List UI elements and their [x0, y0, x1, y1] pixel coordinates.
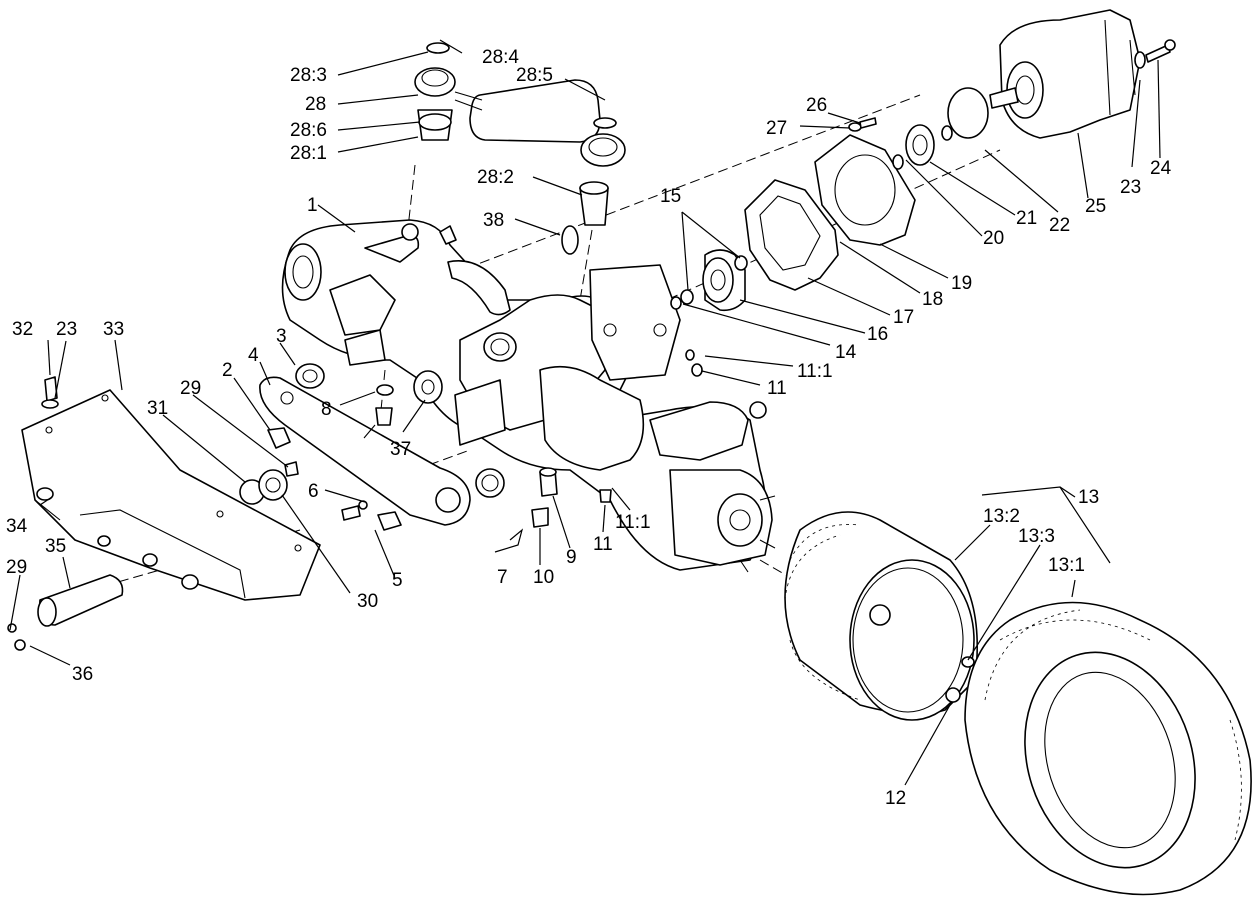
label-24: 24 [1150, 158, 1172, 179]
label-11-lower: 11 [593, 534, 613, 555]
label-11-1-lower: 11:1 [615, 512, 651, 533]
label-23-right: 23 [1120, 177, 1141, 198]
part-labels: 28:4 28:3 28:5 28 28:6 28:1 28:2 38 1 3 … [6, 47, 1172, 809]
label-30: 30 [357, 591, 378, 612]
steering-cylinder [414, 42, 626, 226]
label-13: 13 [1078, 487, 1099, 508]
label-6: 6 [308, 481, 319, 502]
mounting-bracket [7, 376, 321, 651]
label-37: 37 [390, 439, 411, 460]
label-23-left: 23 [56, 319, 77, 340]
label-11-1-upper: 11:1 [797, 361, 833, 382]
label-13-2: 13:2 [983, 506, 1020, 527]
steering-arm [259, 225, 612, 531]
label-3: 3 [276, 326, 287, 347]
label-2: 2 [222, 360, 233, 381]
label-32: 32 [12, 319, 33, 340]
label-27: 27 [766, 118, 787, 139]
label-14: 14 [835, 342, 857, 363]
hydraulic-motor [989, 9, 1176, 139]
label-20: 20 [983, 228, 1004, 249]
tire [964, 601, 1252, 896]
label-31: 31 [147, 398, 168, 419]
label-4: 4 [248, 345, 259, 366]
label-29-lower: 29 [6, 557, 27, 578]
label-28-5: 28:5 [516, 65, 553, 86]
label-29-upper: 29 [180, 378, 201, 399]
label-28-6: 28:6 [290, 120, 327, 141]
label-16: 16 [867, 324, 888, 345]
label-13-1: 13:1 [1048, 555, 1085, 576]
label-18: 18 [922, 289, 943, 310]
label-35: 35 [45, 536, 66, 557]
leader-lines [9, 39, 1161, 786]
label-33: 33 [103, 319, 124, 340]
label-7: 7 [497, 567, 508, 588]
label-21: 21 [1016, 208, 1037, 229]
label-11-upper: 11 [767, 378, 787, 399]
label-28-2: 28:2 [477, 167, 514, 188]
label-22: 22 [1049, 215, 1070, 236]
label-15: 15 [660, 186, 681, 207]
wheel-rim [784, 511, 978, 721]
label-25: 25 [1085, 196, 1106, 217]
label-17: 17 [893, 307, 914, 328]
label-9: 9 [566, 547, 577, 568]
label-10: 10 [533, 567, 554, 588]
label-13-3: 13:3 [1018, 526, 1055, 547]
label-12: 12 [885, 788, 906, 809]
label-36: 36 [72, 664, 93, 685]
label-19: 19 [951, 273, 972, 294]
label-8: 8 [321, 399, 332, 420]
label-1: 1 [307, 195, 318, 216]
label-26: 26 [806, 95, 827, 116]
label-38: 38 [483, 210, 504, 231]
label-5: 5 [392, 570, 403, 591]
label-34: 34 [6, 516, 28, 537]
hub-gear-parts [670, 87, 989, 377]
label-28-4: 28:4 [482, 47, 519, 68]
label-28-3: 28:3 [290, 65, 327, 86]
label-28-1: 28:1 [290, 143, 327, 164]
axle-housing [281, 219, 776, 573]
label-28: 28 [305, 94, 326, 115]
